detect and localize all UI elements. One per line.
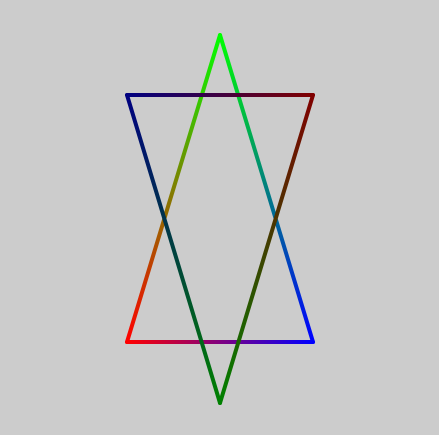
edge-bottom-apex-to-top-left (125, 93, 222, 405)
edge-bottom-right-to-apex (218, 33, 315, 344)
edge-top-right-to-bottom-apex (218, 93, 315, 405)
edge-apex-to-bottom-left (125, 33, 222, 344)
downward-triangle (125, 93, 315, 405)
shapes-layer (125, 33, 315, 405)
upward-triangle (125, 33, 315, 344)
